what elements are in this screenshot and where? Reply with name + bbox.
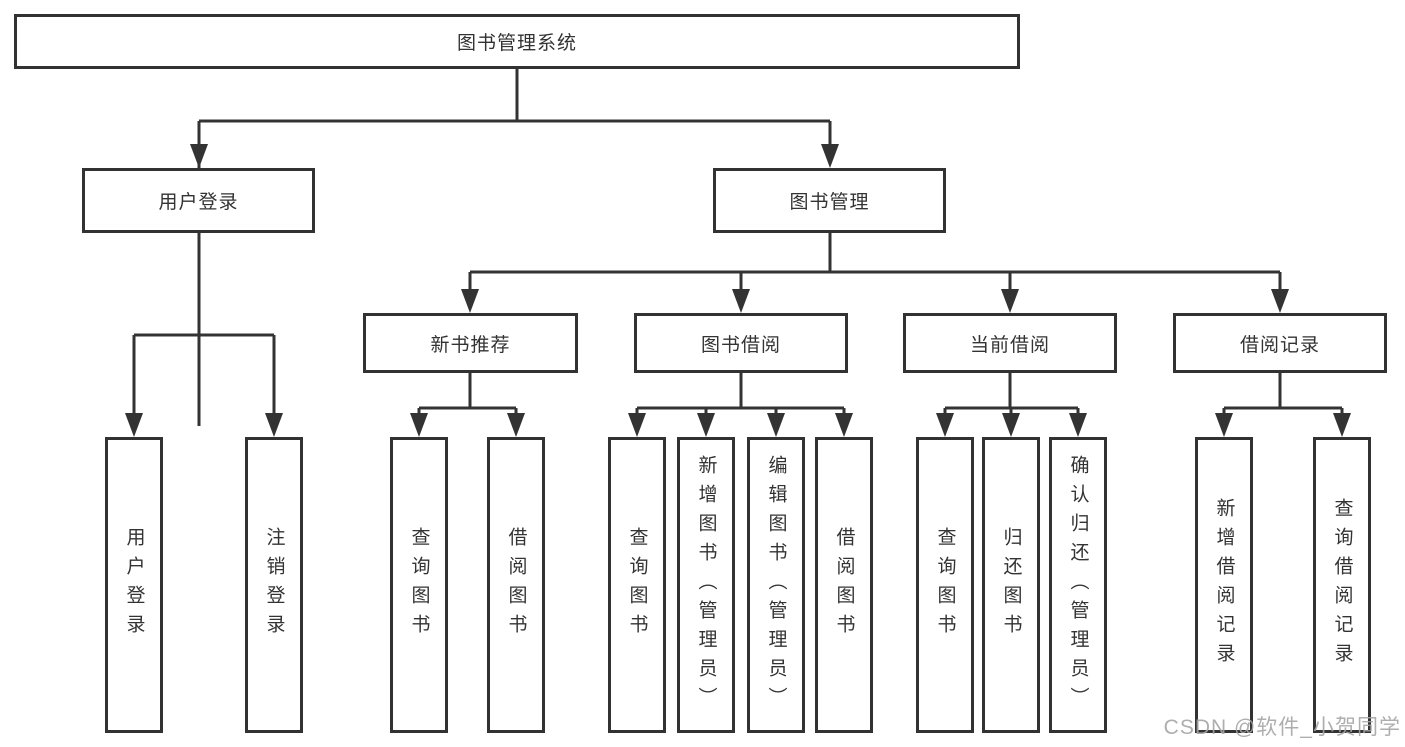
leaf-add-books-admin: 新增图书（管理员） bbox=[677, 437, 735, 733]
node-current-borrowing: 当前借阅 bbox=[903, 313, 1117, 373]
leaf-query-books-recommend: 查询图书 bbox=[390, 437, 448, 733]
leaf-confirm-return-admin-label: 确认归还（管理员） bbox=[1067, 454, 1089, 716]
leaf-query-books-recommend-label: 查询图书 bbox=[408, 527, 430, 643]
leaf-query-books-current-label: 查询图书 bbox=[934, 527, 956, 643]
node-new-book-recommend: 新书推荐 bbox=[363, 313, 578, 373]
leaf-logout-label: 注销登录 bbox=[263, 527, 285, 643]
leaf-add-borrow-record-label: 新增借阅记录 bbox=[1213, 498, 1235, 672]
node-book-management: 图书管理 bbox=[713, 168, 946, 233]
node-user-login: 用户登录 bbox=[82, 168, 315, 233]
leaf-borrow-books: 借阅图书 bbox=[815, 437, 873, 733]
node-book-borrowing: 图书借阅 bbox=[634, 313, 848, 373]
leaf-user-login-label: 用户登录 bbox=[123, 527, 145, 643]
node-root-label: 图书管理系统 bbox=[456, 33, 577, 54]
leaf-return-books: 归还图书 bbox=[982, 437, 1040, 733]
leaf-query-borrow-record: 查询借阅记录 bbox=[1313, 437, 1371, 733]
arrowheads bbox=[125, 144, 1351, 437]
leaf-confirm-return-admin: 确认归还（管理员） bbox=[1049, 437, 1107, 733]
leaf-query-books-current: 查询图书 bbox=[916, 437, 974, 733]
node-borrowing-records-label: 借阅记录 bbox=[1239, 334, 1320, 356]
leaf-borrow-books-recommend-label: 借阅图书 bbox=[505, 527, 527, 643]
leaf-query-books-borrowing: 查询图书 bbox=[608, 437, 666, 733]
leaf-borrow-books-label: 借阅图书 bbox=[833, 527, 855, 643]
node-current-borrowing-label: 当前借阅 bbox=[969, 334, 1050, 356]
node-book-management-label: 图书管理 bbox=[789, 192, 870, 213]
node-book-borrowing-label: 图书借阅 bbox=[700, 334, 781, 356]
leaf-query-borrow-record-label: 查询借阅记录 bbox=[1331, 498, 1353, 672]
node-root-system: 图书管理系统 bbox=[14, 14, 1020, 69]
node-borrowing-records: 借阅记录 bbox=[1173, 313, 1387, 373]
leaf-edit-books-admin-label: 编辑图书（管理员） bbox=[765, 454, 787, 716]
node-new-book-recommend-label: 新书推荐 bbox=[430, 334, 511, 356]
leaf-user-login: 用户登录 bbox=[105, 437, 163, 733]
node-user-login-label: 用户登录 bbox=[158, 192, 239, 213]
leaf-add-borrow-record: 新增借阅记录 bbox=[1195, 437, 1253, 733]
leaf-add-books-admin-label: 新增图书（管理员） bbox=[695, 454, 717, 716]
leaf-borrow-books-recommend: 借阅图书 bbox=[487, 437, 545, 733]
leaf-edit-books-admin: 编辑图书（管理员） bbox=[747, 437, 805, 733]
leaf-logout: 注销登录 bbox=[245, 437, 303, 733]
leaf-query-books-borrowing-label: 查询图书 bbox=[626, 527, 648, 643]
csdn-watermark: CSDN @软件_小贺同学 bbox=[1163, 716, 1401, 739]
leaf-return-books-label: 归还图书 bbox=[1000, 527, 1022, 643]
